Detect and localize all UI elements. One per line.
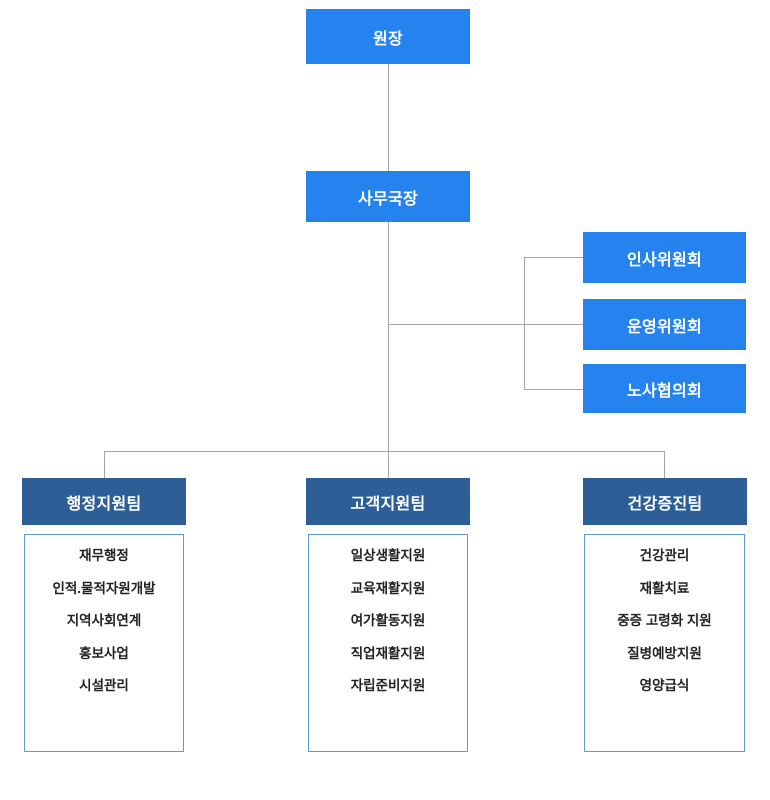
- connector-committee-bracket: [524, 257, 525, 389]
- team-item: 중증 고령화 지원: [617, 613, 712, 628]
- team-item: 재무행정: [79, 548, 129, 563]
- team-header-health-promotion[interactable]: 건강증진팀: [583, 478, 747, 525]
- connector-team-distribution-bar: [104, 451, 665, 452]
- team-header-customer-support[interactable]: 고객지원팀: [306, 478, 470, 525]
- connector-drop-team-3: [664, 451, 665, 478]
- connector-secretary-trunk: [388, 222, 389, 451]
- team-body-customer-support: 일상생활지원 교육재활지원 여가활동지원 직업재활지원 자립준비지원: [308, 534, 468, 752]
- team-item: 교육재활지원: [350, 580, 426, 596]
- node-committee-operation-label: 운영위원회: [626, 318, 703, 336]
- node-director[interactable]: 원장: [306, 9, 470, 64]
- connector-committee-branch: [388, 324, 524, 325]
- connector-director-to-secretary: [388, 64, 389, 171]
- node-committee-labor-management-label: 노사협의회: [626, 382, 703, 400]
- team-body-administration: 재무행정 인적.물적자원개발 지역사회연계 홍보사업 시설관리: [24, 534, 184, 752]
- connector-drop-team-1: [104, 451, 105, 478]
- team-item: 건강관리: [639, 548, 690, 563]
- team-header-administration[interactable]: 행정지원팀: [22, 478, 186, 525]
- node-committee-operation[interactable]: 운영위원회: [583, 299, 746, 350]
- node-secretary-general-label: 사무국장: [357, 190, 419, 208]
- node-director-label: 원장: [372, 30, 404, 48]
- node-committee-personnel-label: 인사위원회: [626, 251, 703, 269]
- team-header-administration-label: 행정지원팀: [66, 495, 142, 513]
- connector-committee-stub-3: [524, 389, 583, 390]
- team-item: 시설관리: [79, 678, 129, 693]
- connector-committee-stub-2: [524, 324, 583, 325]
- connector-committee-stub-1: [524, 257, 583, 258]
- team-item: 인적.물적자원개발: [52, 580, 156, 596]
- team-item: 자립준비지원: [350, 678, 426, 693]
- team-header-customer-support-label: 고객지원팀: [350, 495, 426, 513]
- node-committee-personnel[interactable]: 인사위원회: [583, 232, 746, 283]
- connector-drop-team-2: [388, 451, 389, 478]
- team-item: 영양급식: [639, 678, 690, 693]
- team-body-health-promotion: 건강관리 재활치료 중증 고령화 지원 질병예방지원 영양급식: [584, 534, 745, 752]
- node-committee-labor-management[interactable]: 노사협의회: [583, 364, 746, 413]
- team-item: 여가활동지원: [350, 613, 426, 628]
- node-secretary-general[interactable]: 사무국장: [306, 171, 470, 222]
- team-item: 질병예방지원: [627, 645, 702, 661]
- team-item: 홍보사업: [79, 645, 129, 661]
- team-header-health-promotion-label: 건강증진팀: [627, 495, 703, 513]
- team-item: 지역사회연계: [66, 613, 142, 628]
- team-item: 재활치료: [639, 580, 690, 596]
- team-item: 직업재활지원: [350, 645, 426, 661]
- team-item: 일상생활지원: [350, 548, 426, 563]
